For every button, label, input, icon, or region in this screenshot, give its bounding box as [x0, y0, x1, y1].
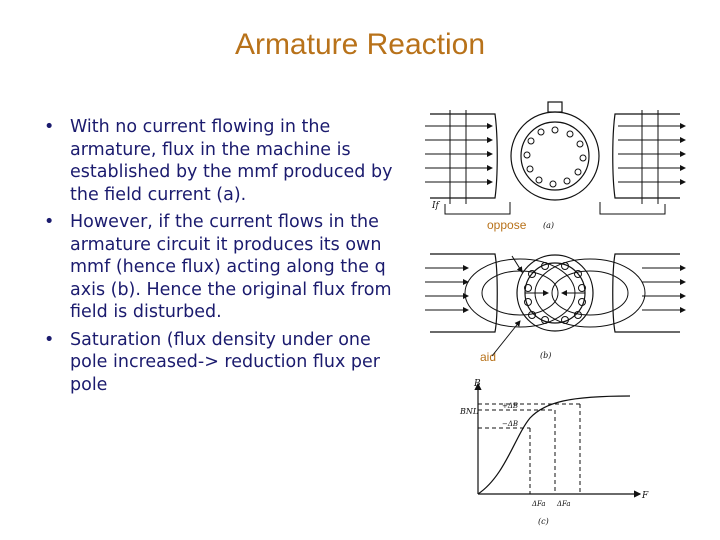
panel-b-diagram	[425, 253, 686, 357]
oppose-annotation: oppose	[487, 218, 527, 232]
panel-c-label: (c)	[538, 517, 549, 526]
magnetization-curve	[477, 395, 631, 495]
panel-a-diagram	[425, 101, 686, 215]
field-current-label: If	[431, 201, 441, 211]
bullet-list: With no current flowing in the armature,…	[42, 116, 402, 401]
armature-reaction-figure: If (a)	[425, 101, 686, 526]
minus-delta-b-label: −ΔB	[502, 420, 518, 428]
aid-annotation: aid	[480, 350, 497, 364]
delta-fa-label-2: ΔFa	[556, 500, 571, 508]
plus-delta-b-label: +ΔB	[502, 402, 518, 410]
delta-fa-label: ΔFa	[531, 500, 546, 508]
panel-a-label: (a)	[543, 221, 554, 230]
bnl-label: BNL	[459, 407, 478, 416]
f-axis-label: F	[641, 491, 649, 501]
bullet-item: Saturation (flux density under one pole …	[42, 329, 402, 397]
b-axis-label: B	[473, 379, 481, 389]
panel-c-graph	[474, 382, 642, 498]
slide-title: Armature Reaction	[234, 28, 486, 61]
panel-b-label: (b)	[540, 351, 551, 360]
bullet-item: However, if the current flows in the arm…	[42, 211, 402, 324]
bullet-item: With no current flowing in the armature,…	[42, 116, 402, 206]
